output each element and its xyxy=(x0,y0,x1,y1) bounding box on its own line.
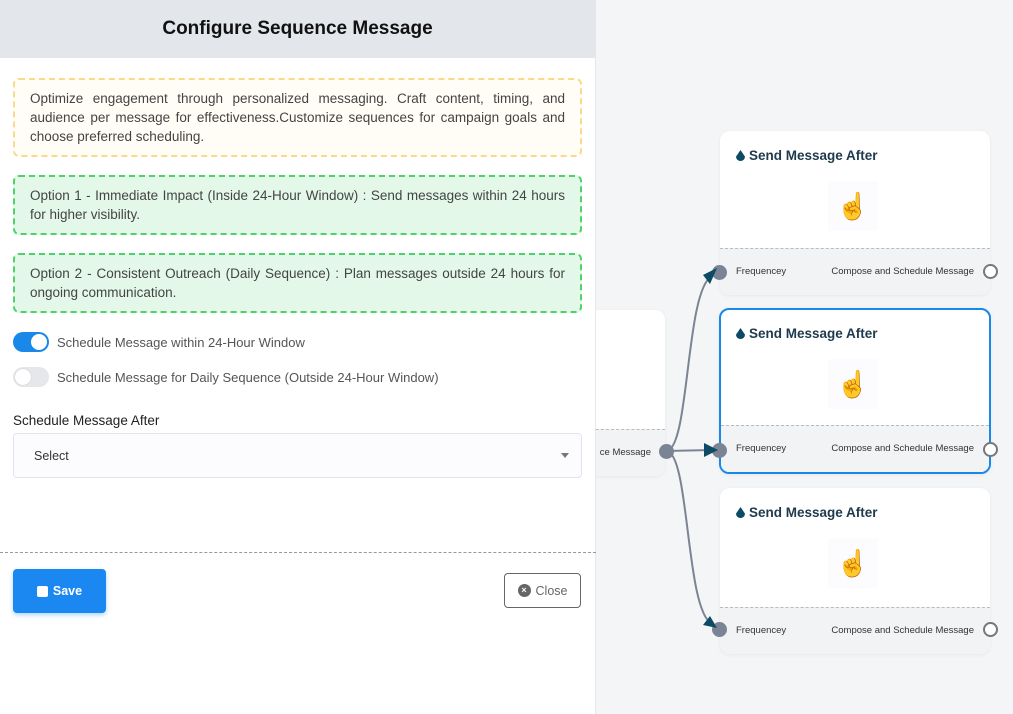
info-box: Optimize engagement through personalized… xyxy=(13,78,582,157)
toggle-row-24-hour: Schedule Message within 24-Hour Window xyxy=(13,332,582,352)
toggle-row-daily: Schedule Message for Daily Sequence (Out… xyxy=(13,367,582,387)
droplet-icon xyxy=(736,328,745,339)
droplet-icon xyxy=(736,507,745,518)
target-handle[interactable] xyxy=(712,622,727,637)
output-handle[interactable] xyxy=(983,264,998,279)
divider xyxy=(0,552,596,553)
pointer-hand-icon[interactable]: ☝ xyxy=(828,538,878,588)
output-handle[interactable] xyxy=(983,442,998,457)
configure-panel: Configure Sequence Message Optimize enga… xyxy=(0,0,596,714)
toggle-24-hour-window[interactable] xyxy=(13,332,49,352)
edge-1 xyxy=(665,275,713,452)
pointer-hand-icon[interactable]: ☝ xyxy=(828,181,878,231)
schedule-after-select[interactable]: Select xyxy=(13,433,582,478)
edge-3 xyxy=(665,450,713,625)
target-handle[interactable] xyxy=(712,443,727,458)
caret-down-icon xyxy=(561,453,569,458)
option-2-box: Option 2 - Consistent Outreach (Daily Se… xyxy=(13,253,582,313)
target-handle[interactable] xyxy=(712,265,727,280)
floppy-disk-icon xyxy=(36,585,48,597)
source-handle[interactable] xyxy=(659,444,674,459)
close-circle-icon: × xyxy=(517,584,531,597)
option-1-box: Option 1 - Immediate Impact (Inside 24-H… xyxy=(13,175,582,235)
panel-title: Configure Sequence Message xyxy=(0,0,595,58)
toggle-daily-sequence[interactable] xyxy=(13,367,49,387)
pointer-hand-icon[interactable]: ☝ xyxy=(828,359,878,409)
save-button[interactable]: Save xyxy=(13,569,106,613)
close-button[interactable]: ×Close xyxy=(504,573,581,608)
output-handle[interactable] xyxy=(983,622,998,637)
droplet-icon xyxy=(736,150,745,161)
schedule-after-label: Schedule Message After xyxy=(13,413,160,428)
